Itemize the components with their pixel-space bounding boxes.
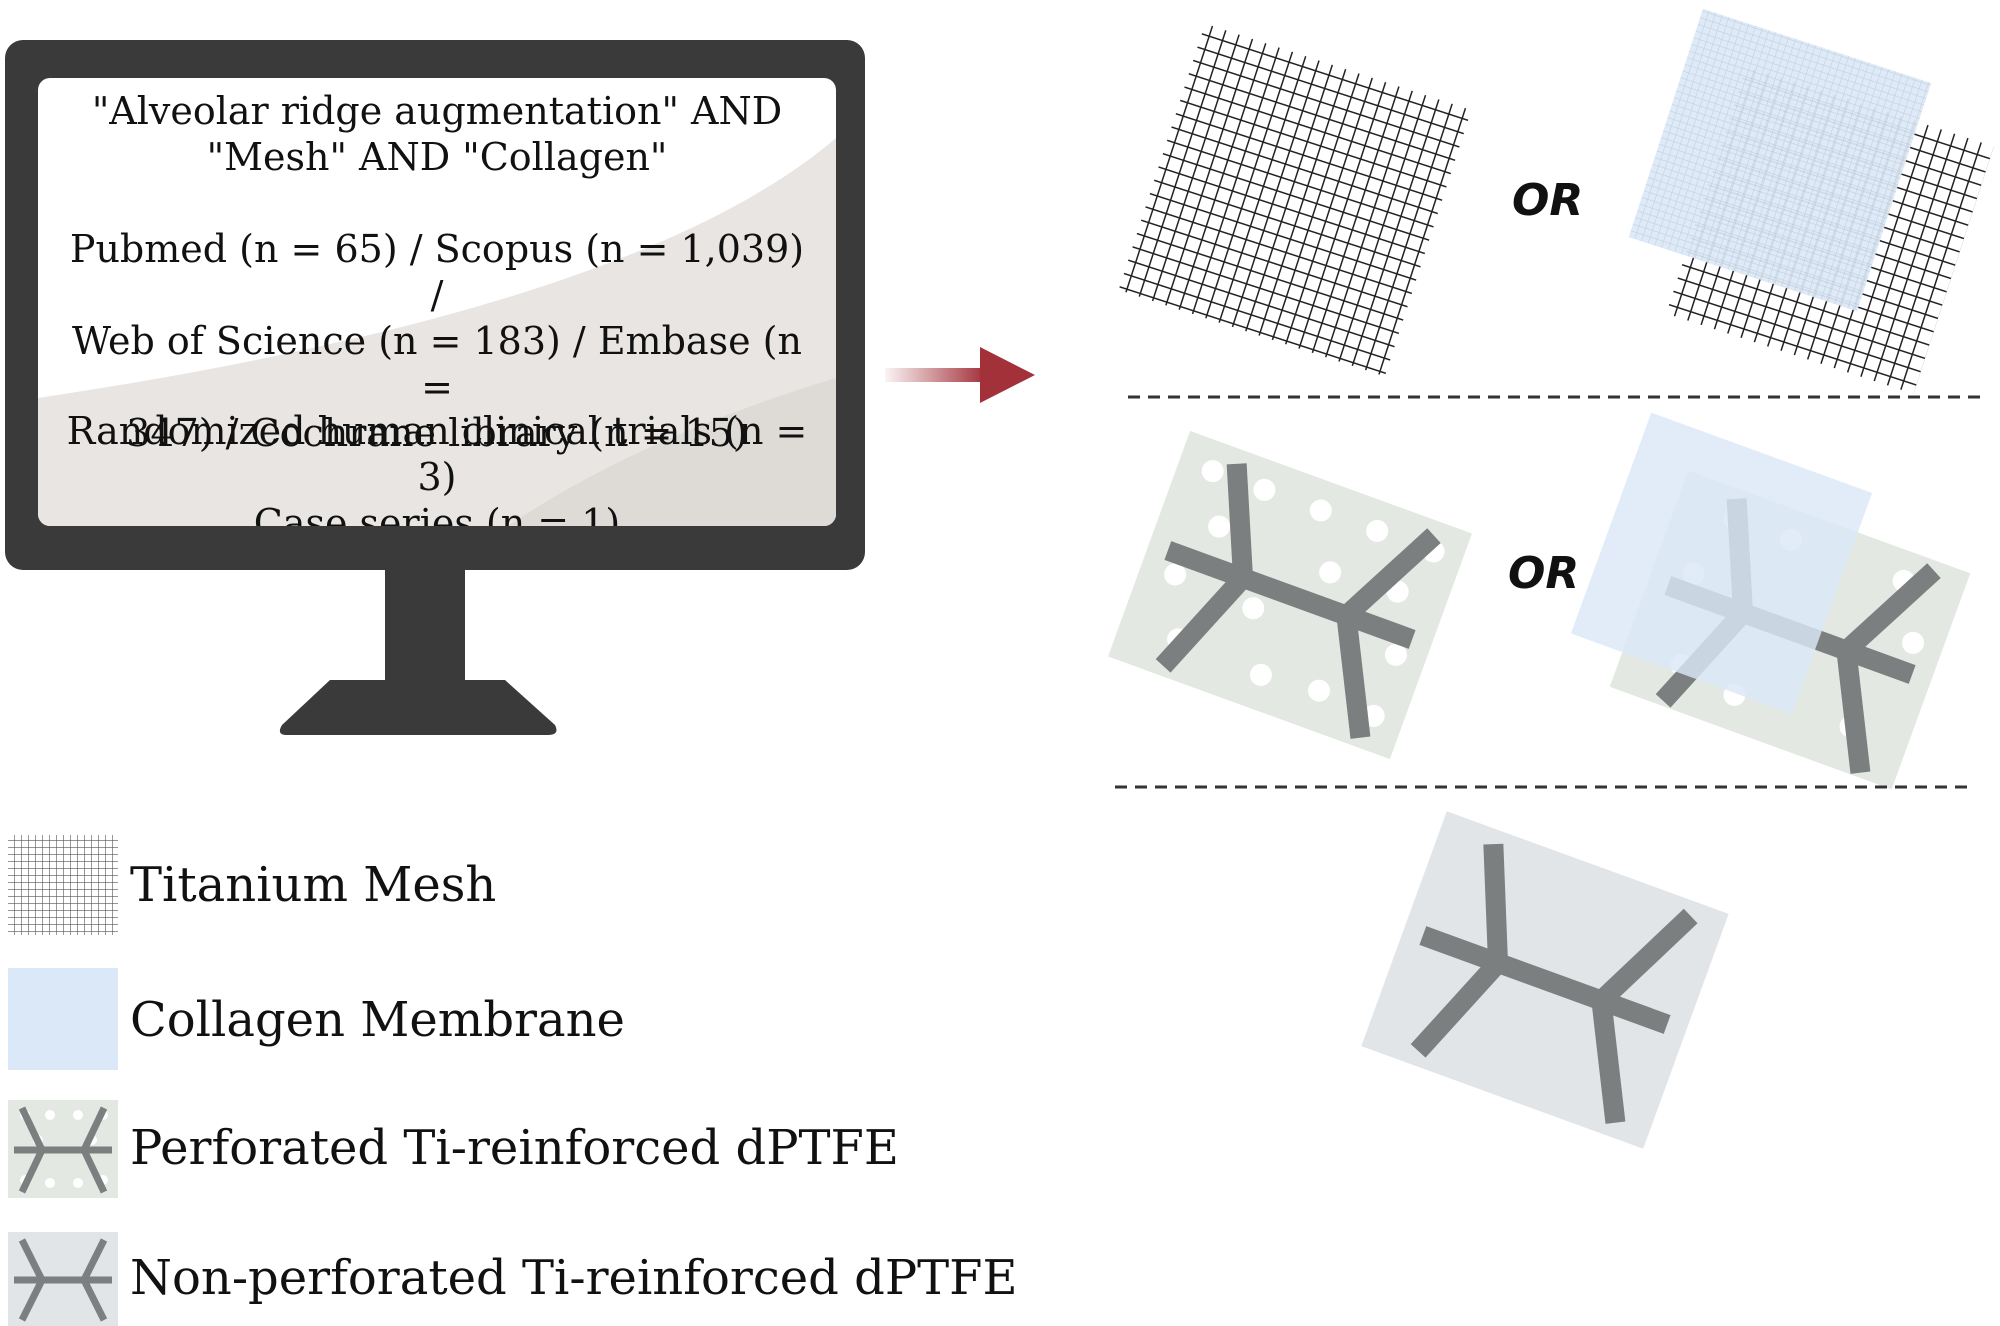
arrow-icon xyxy=(885,347,1035,403)
legend-label-collagen-membrane: Collagen Membrane xyxy=(130,992,625,1048)
databases-line-2: Web of Science (n = 183) / Embase (n = xyxy=(72,319,802,409)
or-label-middle: OR xyxy=(1508,548,1580,599)
perforated-dptfe-graphic xyxy=(1108,430,1472,760)
screen-shading xyxy=(38,138,836,526)
nonperforated-dptfe-graphic xyxy=(1361,811,1729,1149)
titanium-mesh-graphic xyxy=(1118,23,1472,377)
legend-swatch-collagen-membrane xyxy=(8,968,118,1070)
monitor-screen: "Alveolar ridge augmentation" AND "Mesh"… xyxy=(38,78,836,526)
or-label-top: OR xyxy=(1512,175,1584,226)
results-line-2: Case series (n = 1) xyxy=(253,501,621,526)
legend-label-nonperforated-dptfe: Non-perforated Ti-reinforced dPTFE xyxy=(130,1250,1018,1306)
results-line-1: Randomized human clinical trials (n = 3) xyxy=(66,409,808,499)
query-line-1: "Alveolar ridge augmentation" AND xyxy=(91,89,783,133)
titanium-mesh-with-collagen-graphic xyxy=(1628,8,1994,394)
databases-line-1: Pubmed (n = 65) / Scopus (n = 1,039) / xyxy=(69,227,805,317)
databases-line-3: 347) / Cochrane library (n = 15) xyxy=(126,411,748,455)
legend-swatch-titanium-mesh xyxy=(8,835,118,935)
legend-label-titanium-mesh: Titanium Mesh xyxy=(130,857,497,913)
legend-swatch-nonperforated-dptfe xyxy=(8,1232,118,1326)
legend-swatch-perforated-dptfe xyxy=(8,1100,118,1198)
perforated-dptfe-with-collagen-graphic xyxy=(1570,412,1971,790)
query-line-2: "Mesh" AND "Collagen" xyxy=(206,135,668,179)
monitor-neck xyxy=(385,570,465,680)
legend-label-perforated-dptfe: Perforated Ti-reinforced dPTFE xyxy=(130,1120,899,1176)
